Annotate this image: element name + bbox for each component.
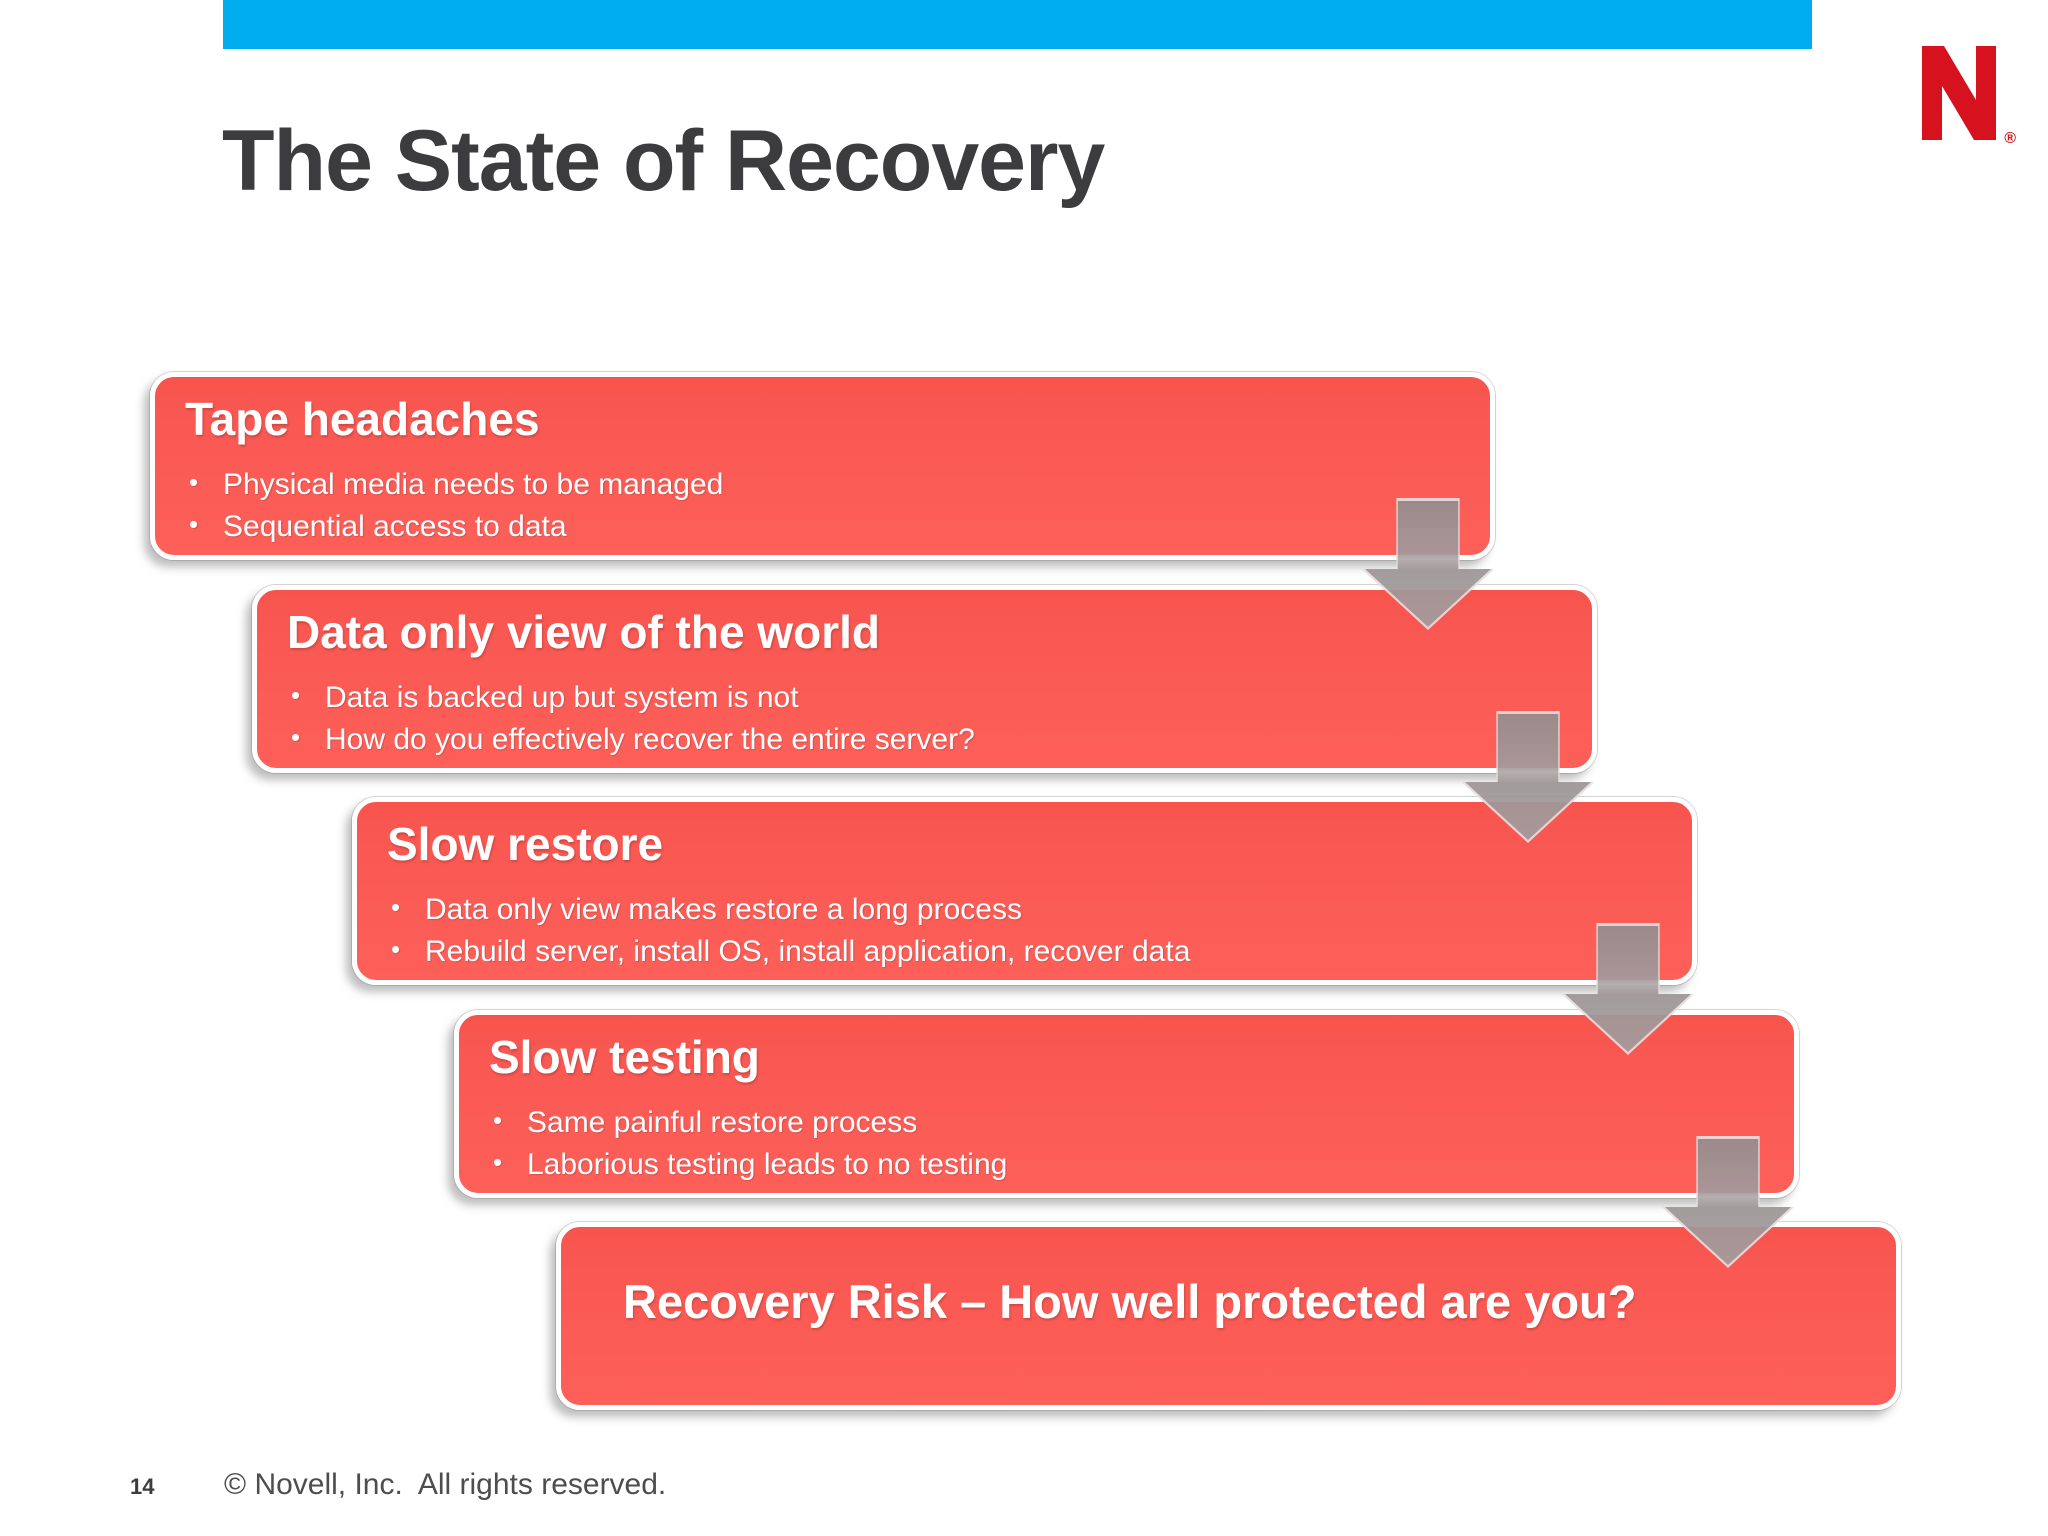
stage-box-bullets: Data is backed up but system is not How … bbox=[287, 677, 1562, 762]
registered-trademark-icon: ® bbox=[2004, 130, 2016, 147]
down-arrow-icon bbox=[1362, 498, 1494, 630]
bullet-item: Sequential access to data bbox=[185, 506, 1460, 549]
stage-box-slow-restore: Slow restore Data only view makes restor… bbox=[352, 797, 1697, 985]
stage-box-title: Slow restore bbox=[387, 818, 664, 870]
stage-box-tape-headaches: Tape headaches Physical media needs to b… bbox=[150, 372, 1495, 560]
down-arrow-icon bbox=[1562, 923, 1694, 1055]
down-arrow-fill bbox=[1565, 926, 1691, 1052]
stage-box-bullets: Physical media needs to be managed Seque… bbox=[185, 464, 1460, 549]
page-title: The State of Recovery bbox=[222, 113, 1105, 209]
novell-logo: ® bbox=[1916, 44, 2016, 147]
stage-box-title: Recovery Risk – How well protected are y… bbox=[623, 1274, 1637, 1328]
stage-box-title: Data only view of the world bbox=[287, 606, 880, 658]
bullet-item: Rebuild server, install OS, install appl… bbox=[387, 931, 1662, 974]
bullet-item: Laborious testing leads to no testing bbox=[489, 1144, 1764, 1187]
stage-box-slow-testing: Slow testing Same painful restore proces… bbox=[454, 1010, 1799, 1198]
stage-box-title: Tape headaches bbox=[185, 393, 540, 445]
stage-box-data-only-view: Data only view of the world Data is back… bbox=[252, 585, 1597, 773]
stage-box-recovery-risk: Recovery Risk – How well protected are y… bbox=[556, 1222, 1901, 1410]
bullet-item: Physical media needs to be managed bbox=[185, 464, 1460, 507]
page-number: 14 bbox=[130, 1474, 155, 1499]
down-arrow-fill bbox=[1365, 501, 1491, 627]
down-arrow-fill bbox=[1665, 1139, 1791, 1265]
stage-box-title: Slow testing bbox=[489, 1031, 760, 1083]
down-arrow-icon bbox=[1662, 1136, 1794, 1268]
bullet-item: Data is backed up but system is not bbox=[287, 677, 1562, 720]
stage-box-bullets: Same painful restore process Laborious t… bbox=[489, 1102, 1764, 1187]
bullet-item: How do you effectively recover the entir… bbox=[287, 719, 1562, 762]
down-arrow-fill bbox=[1465, 714, 1591, 840]
stage-box-bullets: Data only view makes restore a long proc… bbox=[387, 889, 1662, 974]
bullet-item: Same painful restore process bbox=[489, 1102, 1764, 1145]
copyright-text: © Novell, Inc. All rights reserved. bbox=[224, 1468, 667, 1501]
top-accent-bar bbox=[223, 0, 1812, 49]
bullet-item: Data only view makes restore a long proc… bbox=[387, 889, 1662, 932]
novell-n-icon bbox=[1922, 46, 1996, 140]
down-arrow-icon bbox=[1462, 711, 1594, 843]
